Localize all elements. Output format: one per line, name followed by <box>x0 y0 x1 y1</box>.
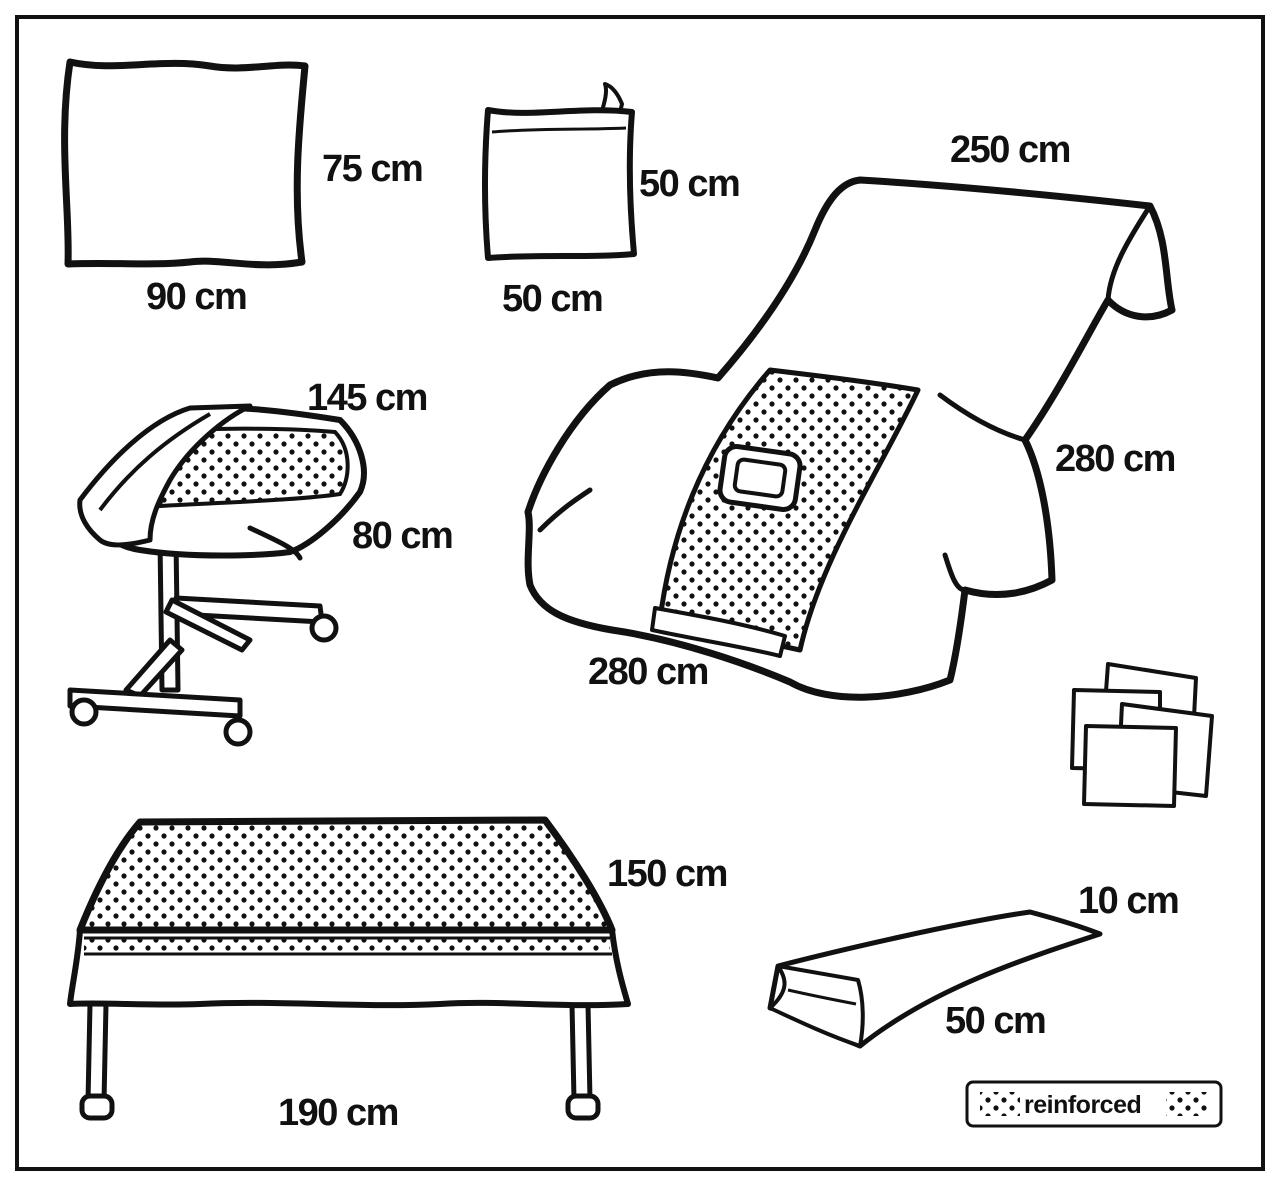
drape-top-label: 250 cm <box>950 129 1070 171</box>
mayo-cover-front-fold <box>247 525 303 561</box>
towel-small-fold-line <box>491 126 627 134</box>
outer-frame <box>15 15 1265 1171</box>
table-cover-length-label: 190 cm <box>278 1092 398 1134</box>
towel-small-shape <box>482 107 637 261</box>
towel-large-width-label: 90 cm <box>146 276 246 318</box>
towel-small-width-label: 50 cm <box>502 278 602 320</box>
tape-strip-length-label: 50 cm <box>945 1000 1045 1042</box>
legend: reinforced <box>965 1080 1223 1128</box>
table-cover-band <box>84 938 610 954</box>
mayo-stand <box>67 537 339 747</box>
mayo-cover-length-label: 145 cm <box>307 377 427 419</box>
drape-fold-right <box>942 552 968 593</box>
table-cover: 150 cm 190 cm <box>67 816 728 1134</box>
tape-strip-fold-line <box>787 988 857 1006</box>
table-cover-top <box>76 816 616 934</box>
towel-large-shape <box>61 58 309 269</box>
drape-fold-shoulder <box>937 392 1028 443</box>
legend-swatch-left <box>980 1092 1020 1116</box>
table-cover-depth-label: 150 cm <box>607 853 727 895</box>
mayo-cover-width-label: 80 cm <box>352 515 452 557</box>
tape-strip: 10 cm 50 cm <box>767 880 1180 1049</box>
legend-box <box>965 1080 1223 1128</box>
towel-large-height-label: 75 cm <box>322 148 422 190</box>
legend-swatch-right <box>1166 1092 1208 1116</box>
drape-fold-top <box>1105 203 1153 303</box>
towel-small-height-label: 50 cm <box>639 163 739 205</box>
drape: 250 cm 280 cm 280 cm <box>524 129 1176 701</box>
drape-fold-left <box>537 487 593 533</box>
gauze-swabs <box>1070 662 1214 808</box>
drape-tube-holder <box>650 606 787 658</box>
mayo-stand-cover: 145 cm 80 cm <box>67 377 454 747</box>
drape-side-label: 280 cm <box>1055 438 1175 480</box>
tape-strip-width-label: 10 cm <box>1078 880 1178 922</box>
drape-fenestration <box>717 444 803 512</box>
legend-label: reinforced <box>1024 1091 1141 1119</box>
towel-small: 50 cm 50 cm <box>482 82 741 320</box>
mayo-cover-cuff <box>77 403 253 548</box>
drape-bottom-label: 280 cm <box>588 651 708 693</box>
towel-large: 75 cm 90 cm <box>61 58 424 318</box>
tape-strip-end-fold <box>768 964 865 1048</box>
mayo-cover-fold-line <box>98 412 212 512</box>
